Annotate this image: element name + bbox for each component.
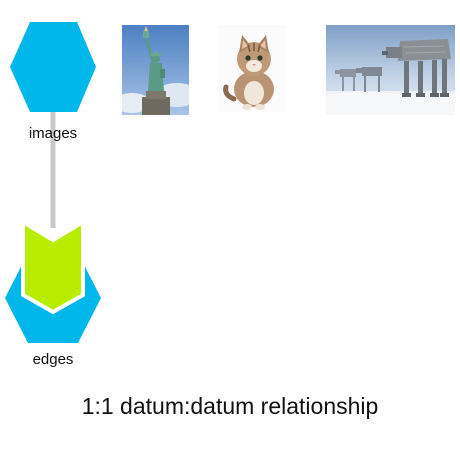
edge-arrow-chevron bbox=[21, 218, 85, 315]
diagram-caption: 1:1 datum:datum relationship bbox=[81, 393, 379, 419]
images-node-label: images bbox=[28, 125, 78, 142]
images-node-hexagon[interactable] bbox=[10, 22, 96, 112]
at-at-walkers-thumbnail bbox=[326, 25, 455, 115]
edges-node-label: edges bbox=[32, 351, 74, 368]
kitten-thumbnail bbox=[218, 25, 286, 112]
statue-of-liberty-thumbnail bbox=[122, 25, 189, 115]
